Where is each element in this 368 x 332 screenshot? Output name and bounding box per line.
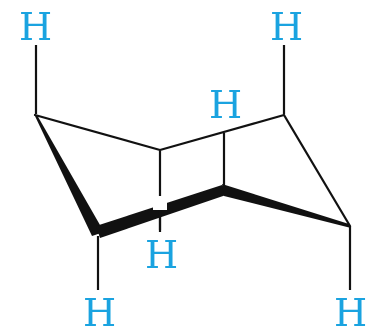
wedge-bond-right: [222, 184, 351, 228]
ring-bonds-front: [34, 114, 351, 238]
hydrogen-label-center-upper: H: [209, 83, 242, 127]
hydrogen-label-top-left: H: [19, 5, 52, 49]
ring-bond-right: [282, 113, 352, 228]
hydrogen-labels: H H H H H H: [19, 5, 367, 332]
ch-bonds: [34, 45, 352, 290]
wedge-bond-left: [34, 114, 104, 236]
bond-gap: [153, 196, 167, 210]
hydrogen-label-bottom-left: H: [83, 291, 116, 332]
ring-bond-top-left: [33, 113, 162, 152]
ring-bonds: [33, 113, 352, 228]
hydrogen-label-center-lower: H: [145, 233, 178, 277]
ring-bond-top-right: [158, 113, 286, 152]
hydrogen-label-top-right: H: [270, 5, 303, 49]
hydrogen-label-bottom-right: H: [334, 291, 367, 332]
